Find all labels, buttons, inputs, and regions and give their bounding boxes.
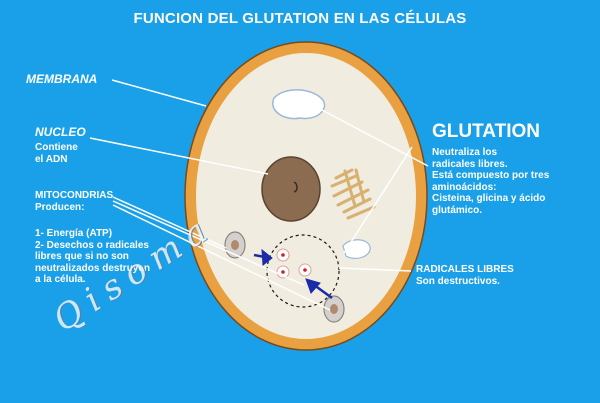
label-radicales: RADICALES LIBRES <box>416 264 514 275</box>
golgi-shape <box>330 168 376 220</box>
label-nucleo: NUCLEO <box>35 125 86 139</box>
arrow-icon <box>253 248 333 300</box>
label-membrana: MEMBRANA <box>26 72 98 86</box>
mitochondria-inner-shape <box>231 240 239 250</box>
mitochondria-inner-shape-2 <box>330 304 338 314</box>
label-glutation: GLUTATION <box>432 121 540 142</box>
label-glutation-desc: Neutraliza los radicales libres. Está co… <box>432 147 550 216</box>
radicals-zone-circle <box>266 234 340 308</box>
label-nucleo-desc: Contiene el ADN <box>35 142 78 165</box>
nucleolus-shape <box>293 181 298 193</box>
leader-lines <box>89 79 429 311</box>
label-radicales-desc: Son destructivos. <box>416 276 500 287</box>
label-mitocondrias-list: 1- Energía (ATP) 2- Desechos o radicales… <box>35 228 151 285</box>
free-radical-dots <box>276 248 312 279</box>
nucleus-shape <box>261 156 321 222</box>
vacuole-shape <box>272 89 326 120</box>
label-mitocondrias: MITOCONDRIAS <box>35 190 114 201</box>
page-title: FUNCION DEL GLUTATION EN LAS CÉLULAS <box>133 10 467 27</box>
label-mitocondrias-desc: Producen: <box>35 202 85 213</box>
